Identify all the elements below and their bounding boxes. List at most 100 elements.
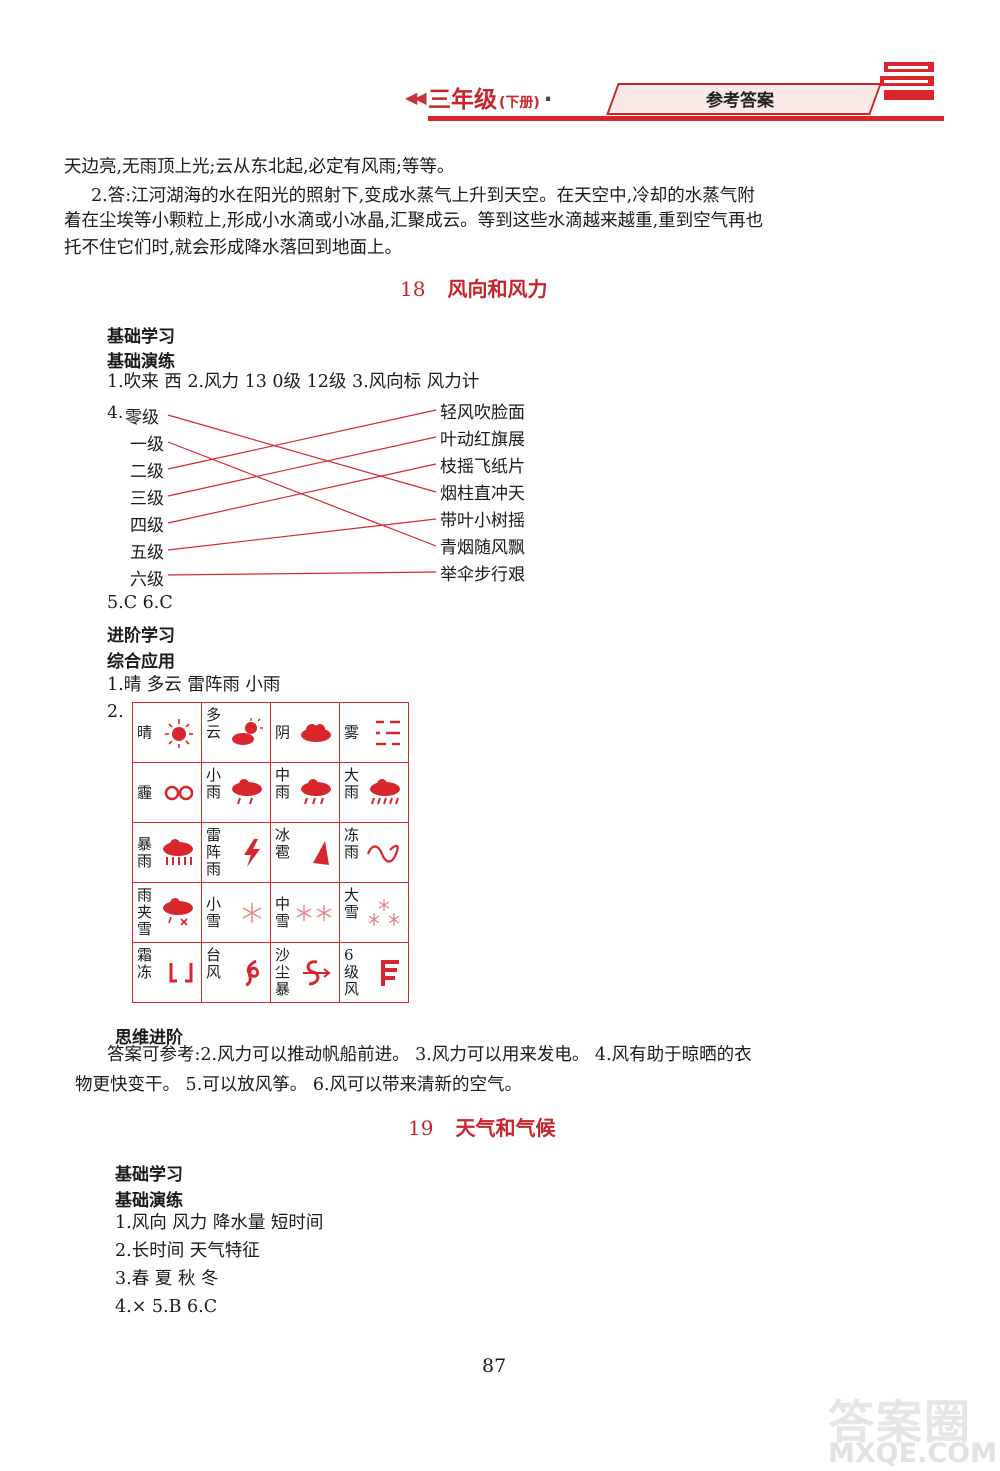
- header-rule: [428, 116, 944, 121]
- table-row: 晴 多云 阴 雾: [132, 702, 409, 763]
- grade-label: 三年级(下册)·: [428, 80, 553, 114]
- weather-name: 霾: [137, 783, 153, 801]
- grade-char-3: 级: [474, 87, 497, 113]
- level-1: 一级: [130, 435, 164, 455]
- grade-char-1: 三: [428, 87, 451, 113]
- table-row: 暴雨 雷阵雨 冰雹 冻雨: [132, 822, 409, 883]
- s18-q1: 1.吹来 西 2.风力 13 0级 12级 3.风向标 风力计: [107, 372, 480, 392]
- table-row: 霾 小雨 中雨 大雨: [132, 762, 409, 823]
- s19-q1: 1.风向 风力 降水量 短时间: [115, 1213, 324, 1233]
- weather-cell: 冻雨: [339, 822, 409, 883]
- book-corner-icon: [880, 62, 934, 100]
- s18-q4-prefix: 4.: [107, 403, 124, 423]
- s19-q2: 2.长时间 天气特征: [115, 1241, 260, 1261]
- table-row: 雨夹雪 小雪 中雪 大雪: [132, 882, 409, 943]
- level-4: 四级: [130, 516, 164, 536]
- watermark-url: MXQE.COM: [828, 1438, 997, 1469]
- answer-key-title: 参考答案: [706, 91, 774, 111]
- heavy-rain-icon: [370, 778, 400, 804]
- weather-cell: 霜冻: [132, 942, 202, 1003]
- section-18-number: 18: [400, 277, 426, 301]
- weather-cell: 雾: [339, 702, 409, 763]
- weather-name: 小雨: [206, 766, 222, 801]
- weather-name: 霜冻: [137, 946, 153, 981]
- s18-drill-heading: 基础演练: [107, 352, 175, 372]
- overcast-icon: [301, 723, 331, 742]
- light-rain-icon: [232, 778, 262, 804]
- s18-apply-q2-prefix: 2.: [107, 702, 124, 722]
- weather-name: 大雨: [344, 766, 360, 801]
- weather-cell: 暴雨: [132, 822, 202, 883]
- s19-q4-q6: 4.× 5.B 6.C: [115, 1297, 218, 1317]
- weather-name: 阴: [275, 723, 291, 741]
- header-dot: ·: [543, 87, 553, 113]
- rainstorm-icon: [163, 838, 193, 865]
- match-line-4: [167, 463, 437, 524]
- weather-cell: 中雪: [270, 882, 340, 943]
- page-number: 87: [482, 1355, 507, 1377]
- section-19-number: 19: [408, 1116, 434, 1140]
- s19-q3: 3.春 夏 秋 冬: [115, 1269, 219, 1289]
- matching-lines: [167, 409, 437, 576]
- phrase-0: 轻风吹脸面: [440, 403, 525, 423]
- intro-line-1: 天边亮,无雨顶上光;云从东北起,必定有风雨;等等。: [64, 157, 455, 177]
- phrase-3: 烟柱直冲天: [440, 484, 525, 504]
- match-line-5: [167, 518, 437, 551]
- sleet-icon: [163, 897, 193, 926]
- weather-name: 暴雨: [137, 834, 153, 870]
- intro-line-3: 着在尘埃等小颗粒上,形成小水滴或小冰晶,汇聚成云。等到这些水滴越来越重,重到空气…: [64, 211, 764, 231]
- sun-icon: [165, 718, 193, 748]
- weather-name: 沙尘暴: [275, 946, 291, 998]
- weather-name: 多云: [206, 706, 222, 741]
- weather-cell: 雨夹雪: [132, 882, 202, 943]
- weather-name: 晴: [137, 723, 153, 741]
- grade-volume: (下册): [499, 95, 540, 111]
- weather-name: 雾: [344, 723, 360, 741]
- weather-name: 中雨: [275, 766, 291, 801]
- table-row: 霜冻 台风 沙尘暴 6级风: [132, 942, 409, 1003]
- typhoon-icon: [245, 959, 260, 986]
- phrase-4: 带叶小树摇: [440, 511, 525, 531]
- weather-name: 雨夹雪: [137, 886, 153, 938]
- weather-cell: 6级风: [339, 942, 409, 1003]
- weather-cell: 冰雹: [270, 822, 340, 883]
- frost-icon: [169, 962, 193, 982]
- freezing-rain-icon: [366, 844, 399, 863]
- phrase-6: 举伞步行艰: [440, 565, 525, 585]
- weather-cell: 小雪: [201, 882, 271, 943]
- weather-cell: 雷阵雨: [201, 822, 271, 883]
- s18-basic-heading: 基础学习: [107, 327, 175, 347]
- moderate-snow-icon: [296, 904, 332, 921]
- match-line-6: [167, 571, 437, 576]
- section-19-title: 19 天气和气候: [408, 1112, 555, 1141]
- s18-advanced-heading: 进阶学习: [107, 626, 175, 646]
- weather-cell: 阴: [270, 702, 340, 763]
- level-2: 二级: [130, 462, 164, 482]
- weather-cell: 多云: [201, 702, 271, 763]
- heavy-snow-icon: [368, 898, 400, 926]
- level-6: 六级: [130, 570, 164, 590]
- watermark-logo: 答案圈: [828, 1395, 972, 1449]
- intro-line-2: 2.答:江河湖海的水在阳光的照射下,变成水蒸气上升到天空。在天空中,冷却的水蒸气…: [91, 186, 755, 206]
- sandstorm-icon: [303, 959, 331, 985]
- partly-cloudy-icon: [232, 717, 263, 745]
- match-line-0: [167, 414, 437, 493]
- weather-cell: 大雨: [339, 762, 409, 823]
- weather-cell: 大雪: [339, 882, 409, 943]
- match-line-3: [167, 436, 437, 497]
- weather-name: 冻雨: [344, 826, 360, 861]
- weather-cell: 台风: [201, 942, 271, 1003]
- weather-name: 台风: [206, 946, 222, 981]
- weather-cell: 中雨: [270, 762, 340, 823]
- phrase-1: 叶动红旗展: [440, 430, 525, 450]
- weather-name: 雷阵雨: [206, 826, 222, 878]
- level-0: 零级: [125, 408, 159, 428]
- hail-icon: [313, 840, 329, 865]
- section-19-name: 天气和气候: [455, 1116, 556, 1140]
- phrase-2: 枝摇飞纸片: [440, 457, 525, 477]
- weather-cell: 沙尘暴: [270, 942, 340, 1003]
- s18-think-line-1: 答案可参考:2.风力可以推动帆船前进。 3.风力可以用来发电。 4.风有助于晾晒…: [107, 1045, 752, 1065]
- weather-name: 大雪: [344, 886, 360, 921]
- weather-cell: 晴: [132, 702, 202, 763]
